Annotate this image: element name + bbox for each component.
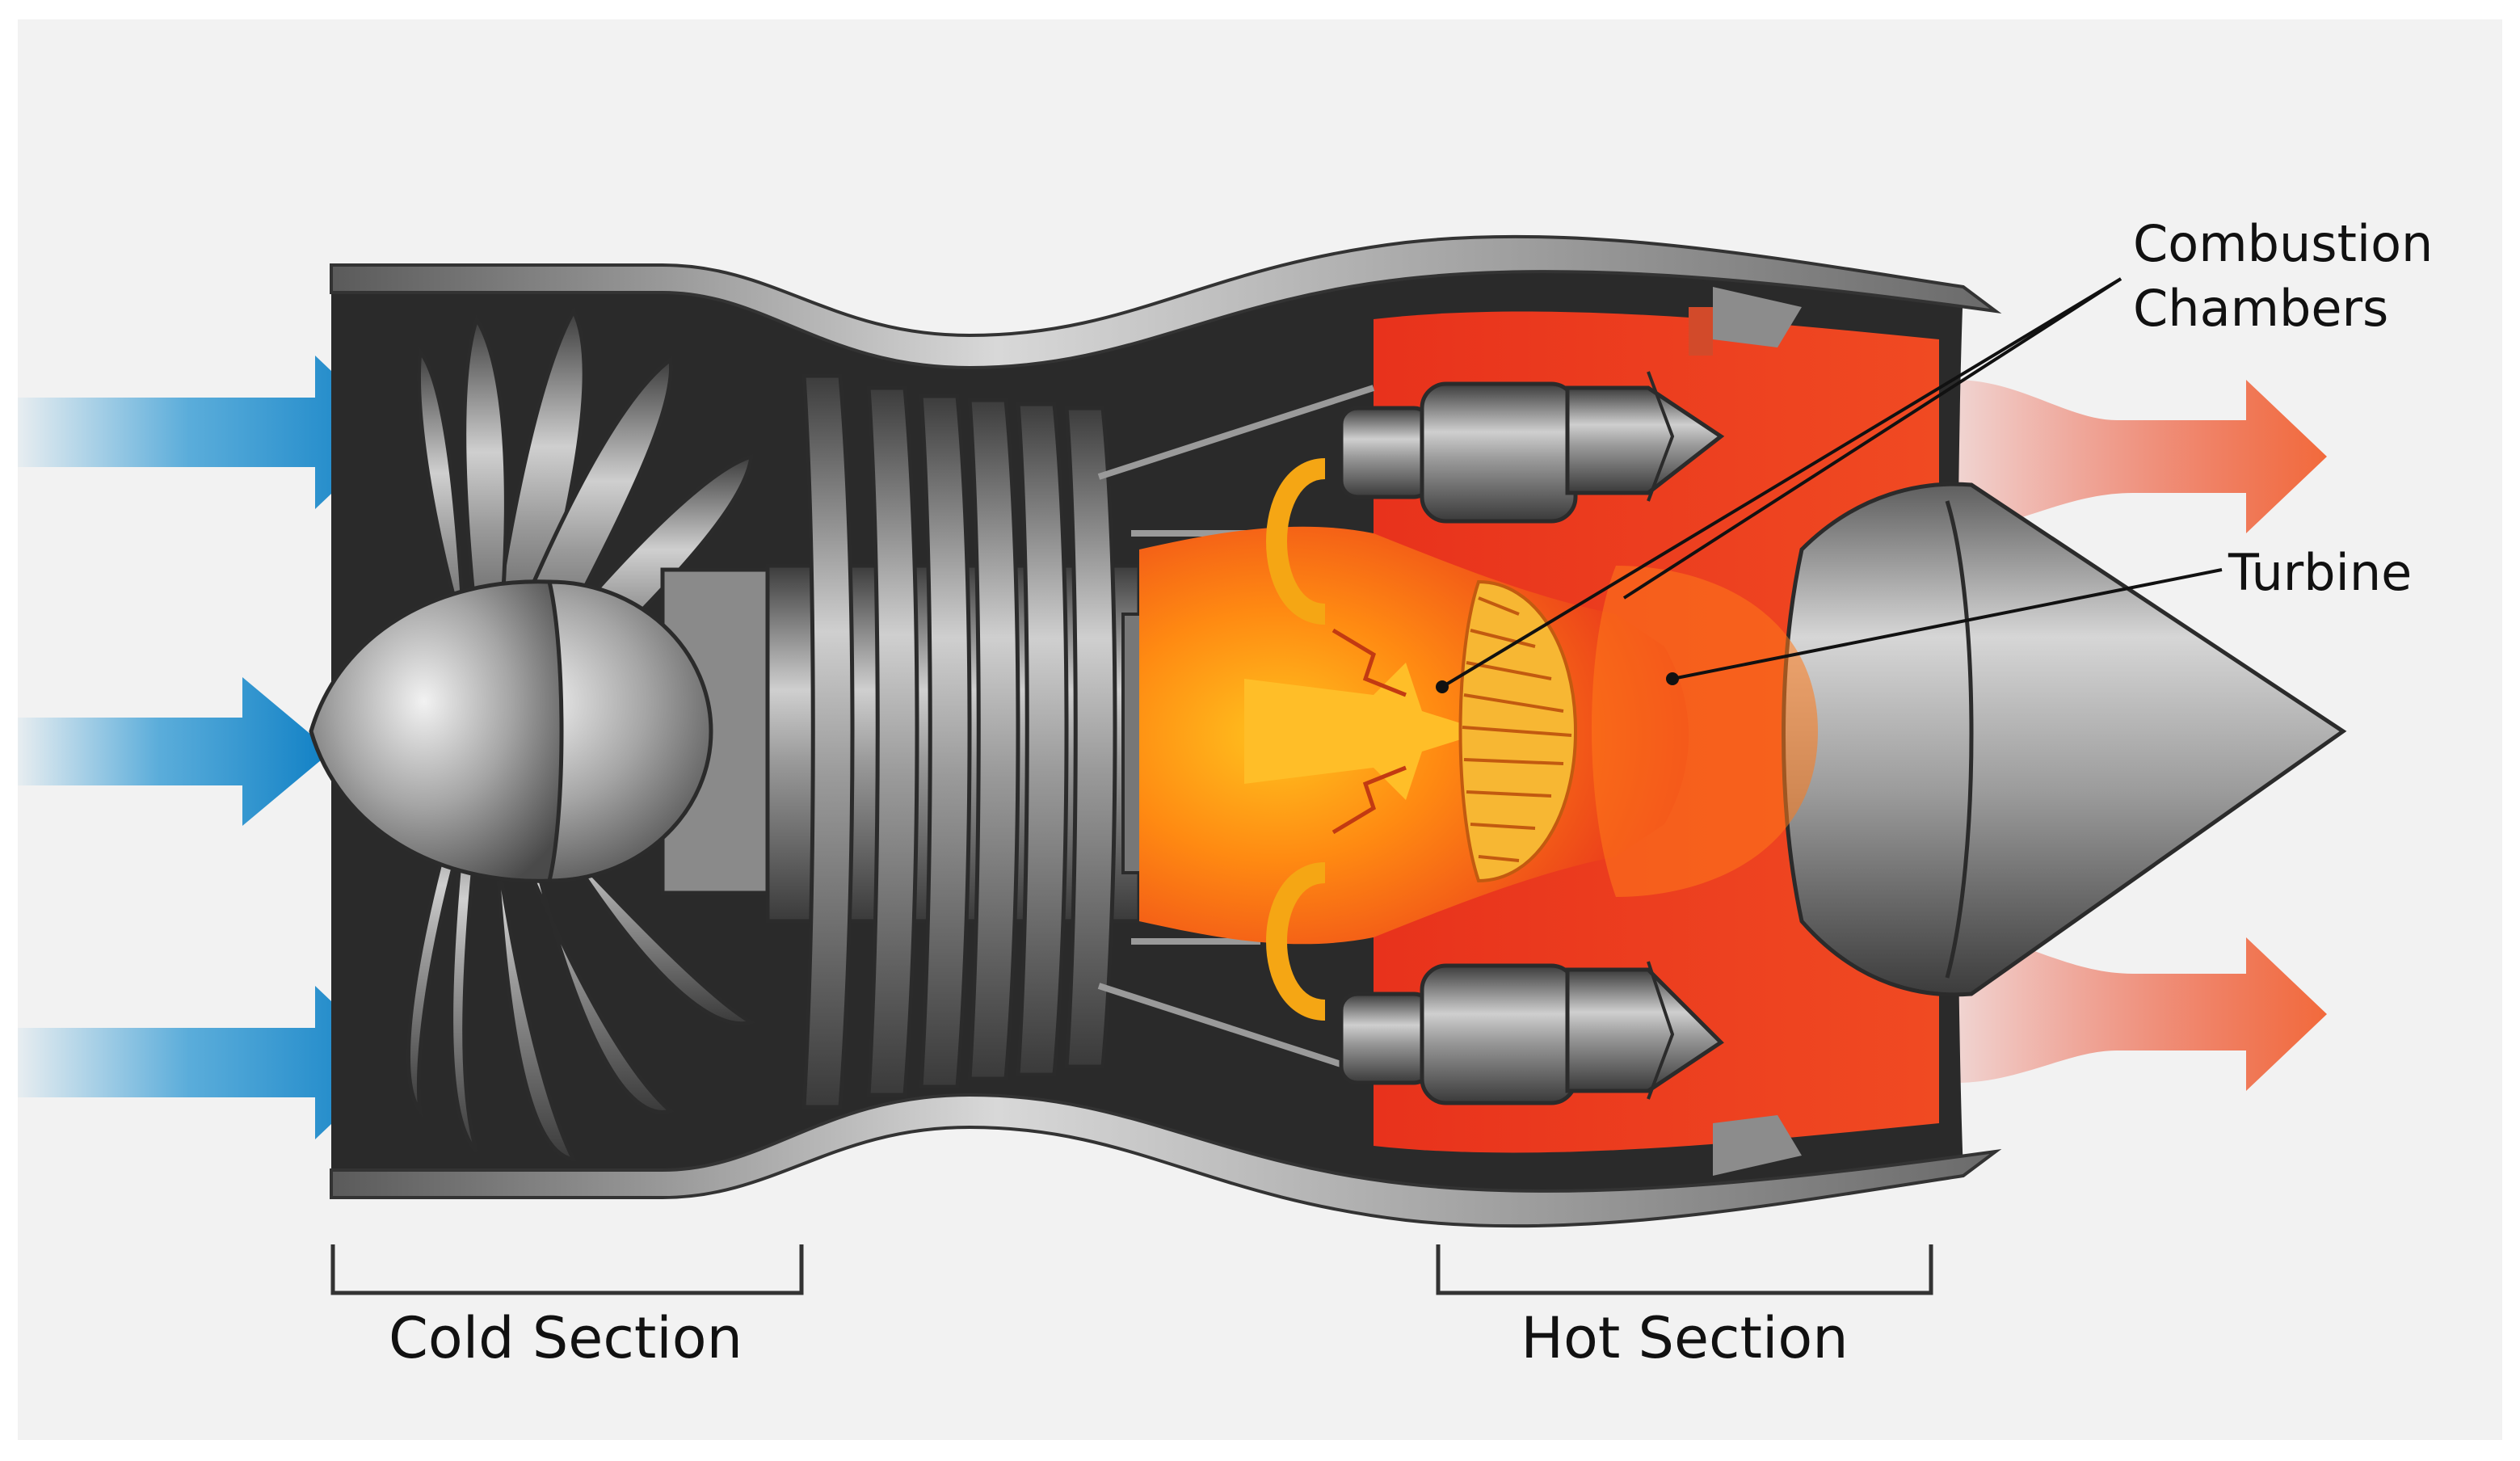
compressor-stage-4 (967, 398, 1020, 1081)
combustion-chamber-top (1266, 371, 1725, 625)
exhaust-cone-seam (1945, 500, 1974, 979)
compressor-stages (801, 373, 1117, 1109)
exhaust-arrow-top (1955, 380, 2327, 533)
combustor-crack-top (1332, 628, 1407, 697)
leader-lines (1436, 277, 2223, 693)
spinner-cone (309, 579, 564, 883)
compressor-stage-3 (919, 394, 972, 1089)
compressor-stage-1 (801, 373, 855, 1109)
fuel-pipe-top (1266, 458, 1327, 625)
label-cold-section: Cold Section (389, 1305, 743, 1371)
leader-combustion-2 (1622, 277, 2122, 600)
stator-top-left (1689, 307, 1713, 356)
casing-top-shell (330, 234, 2002, 370)
stator-top (1713, 287, 1802, 347)
compressor-stage-5 (1016, 402, 1069, 1077)
leader-combustion-dot (1436, 680, 1449, 693)
intake-arrows (18, 356, 396, 1139)
flame-tongue (1244, 663, 1487, 800)
leader-turbine-dot (1666, 672, 1679, 685)
intake-arrow-middle (18, 677, 331, 826)
combustion-chamber-bottom (1266, 862, 1724, 1105)
exhaust-arrows (1955, 380, 2327, 1091)
hot-section-bracket (1436, 1244, 1933, 1295)
leader-turbine (1672, 568, 2223, 680)
combustor-crack-bottom (1332, 765, 1407, 835)
exhaust-arrow-bottom (1955, 929, 2327, 1091)
section-brackets (330, 1244, 1933, 1295)
intake-arrow-top (18, 356, 396, 509)
label-combustion-line1: Combustion (2133, 214, 2433, 273)
compressor-stage-6 (1064, 406, 1117, 1069)
exhaust-glow (1592, 566, 1818, 897)
turbine-blade-lines (1462, 596, 1572, 862)
fuel-pipe-bottom (1266, 862, 1327, 1021)
label-hot-section: Hot Section (1521, 1305, 1848, 1371)
exhaust-cone (1592, 482, 2347, 997)
combustion-chambers (1266, 371, 1725, 1105)
stator-bottom (1713, 1115, 1802, 1176)
label-combustion-line2: Chambers (2133, 279, 2388, 338)
label-turbine: Turbine (2228, 543, 2412, 602)
cold-section-bracket (330, 1244, 804, 1295)
casing-bottom-shell (330, 1093, 2002, 1228)
turbine-disc (1458, 579, 1578, 883)
leader-combustion-1 (1441, 277, 2122, 688)
compressor-stage-2 (866, 385, 919, 1097)
intake-arrow-bottom (18, 986, 396, 1139)
